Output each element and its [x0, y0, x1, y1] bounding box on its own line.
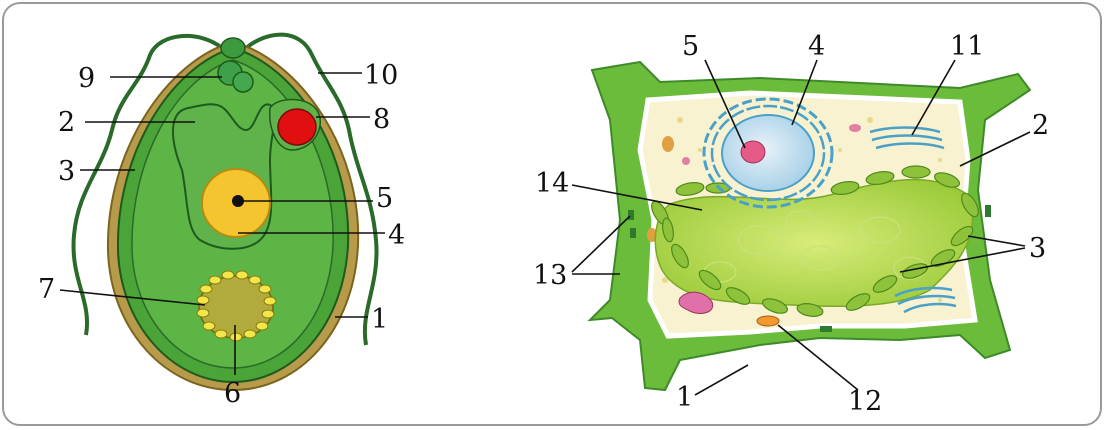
label-r14: 14 [535, 168, 569, 199]
label-3: 3 [58, 156, 75, 187]
chlamydomonas-diagram: 9 10 2 8 3 5 4 7 1 6 [38, 35, 405, 409]
basal-body [221, 38, 245, 58]
label-r12: 12 [848, 386, 882, 417]
label-r3: 3 [1029, 233, 1046, 264]
label-4: 4 [388, 220, 405, 251]
label-8: 8 [373, 104, 390, 135]
mitochondrion-12 [757, 316, 779, 326]
label-10: 10 [364, 60, 398, 91]
mitochondrion-2 [849, 124, 861, 132]
label-7: 7 [38, 274, 55, 305]
label-r5: 5 [682, 31, 699, 62]
nucleus-complex [704, 99, 832, 207]
label-r1: 1 [676, 382, 693, 413]
label-2: 2 [58, 107, 75, 138]
mitochondrion [662, 136, 674, 152]
label-r4: 4 [808, 31, 825, 62]
label-1: 1 [371, 304, 388, 335]
contractile-vacuole-2 [233, 72, 253, 92]
label-r11: 11 [950, 31, 984, 62]
plant-cell-diagram: 5 4 11 2 14 3 13 1 12 [533, 31, 1049, 417]
label-r2: 2 [1032, 110, 1049, 141]
leader-r1 [695, 365, 748, 395]
label-9: 9 [78, 63, 95, 94]
mitochondrion-3 [682, 157, 690, 165]
label-6: 6 [224, 378, 241, 409]
label-r13: 13 [533, 260, 567, 291]
eyespot [278, 109, 316, 145]
nucleolus-plant [741, 141, 765, 163]
label-5: 5 [376, 183, 393, 214]
